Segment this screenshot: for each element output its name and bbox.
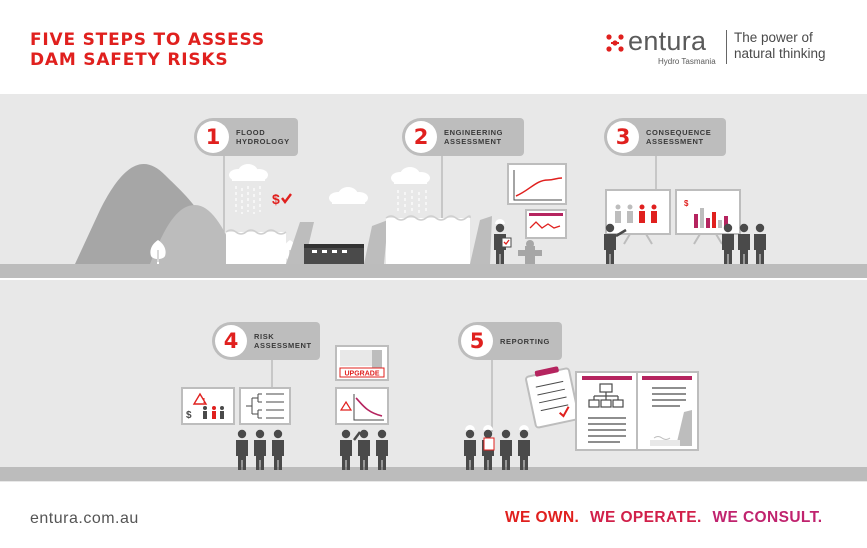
dollar-icon: $: [684, 199, 689, 208]
team-icon: [340, 429, 388, 470]
band-divider: [0, 278, 867, 280]
upper-ground: [0, 264, 867, 278]
risk-curve-board: [335, 387, 389, 425]
step-number: 2: [405, 121, 437, 153]
lower-ground: [0, 467, 867, 481]
reviewer-icon: [464, 425, 530, 470]
clipboard-icon: [483, 437, 495, 451]
logo-divider: [726, 30, 727, 64]
valve-icon: [518, 240, 542, 264]
step-label: ENGINEERING ASSESSMENT: [444, 128, 504, 146]
slogan-consult: WE CONSULT.: [712, 509, 823, 526]
damage-bars: [694, 208, 728, 228]
lower-band: [0, 280, 867, 482]
warning-mark: !: [203, 398, 205, 405]
warning-icon: [339, 400, 353, 411]
people-small-icon: [203, 406, 224, 419]
reservoir-scene: [385, 150, 567, 264]
step-label: RISK ASSESSMENT: [254, 332, 312, 350]
step-label: REPORTING: [500, 337, 550, 346]
mountains: [75, 164, 298, 264]
check-icon: [281, 193, 292, 204]
title-line-1: FIVE STEPS TO ASSESS: [30, 30, 265, 50]
team-icon: [236, 429, 284, 470]
entura-mark-icon: [606, 34, 624, 52]
step-number: 3: [607, 121, 639, 153]
checklist-icon: [525, 366, 580, 429]
flowchart-icon: [588, 383, 624, 408]
brand-subtitle: Hydro Tasmania: [658, 57, 716, 66]
spillway: [304, 220, 388, 264]
upgrade-label: UPGRADE: [344, 371, 379, 378]
step-number: 1: [197, 121, 229, 153]
tagline: The power of natural thinking: [734, 30, 826, 62]
step-number: 5: [461, 325, 493, 357]
step-label: CONSEQUENCE ASSESSMENT: [646, 128, 712, 146]
cloud-icon: [391, 167, 430, 184]
mountain-small: [150, 205, 240, 264]
step-3-badge: 3 CONSEQUENCE ASSESSMENT: [604, 118, 726, 156]
tagline-line-2: natural thinking: [734, 46, 826, 61]
cloud-icon: [329, 187, 368, 204]
step-1-badge: 1 FLOOD HYDROLOGY: [194, 118, 298, 156]
audience-icon: [722, 223, 766, 264]
dollar-icon: $: [272, 191, 280, 207]
warning-icon: [192, 392, 208, 405]
slogan: WE OWN. WE OPERATE. WE CONSULT.: [505, 509, 829, 527]
step-4-badge: 4 RISK ASSESSMENT: [212, 322, 320, 360]
stress-chart: [507, 163, 567, 205]
step-number: 4: [215, 325, 247, 357]
rain-icon: [397, 190, 427, 214]
title-line-2: DAM SAFETY RISKS: [30, 50, 229, 70]
tagline-line-1: The power of: [734, 30, 813, 45]
step-5-badge: 5 REPORTING: [458, 322, 562, 360]
reporting-scene: [464, 360, 699, 470]
consequence-scene: $: [604, 150, 766, 264]
population-icon: [615, 204, 657, 223]
rain-icon: [235, 186, 261, 214]
step-2-badge: 2 ENGINEERING ASSESSMENT: [402, 118, 524, 156]
cloud-icon: [229, 164, 268, 181]
slogan-operate: WE OPERATE.: [589, 509, 702, 526]
dollar-icon: $: [186, 410, 192, 421]
flood-scene: $: [223, 150, 368, 264]
risk-scene: ! $ UPGRADE: [181, 345, 389, 470]
risk-board: [181, 387, 235, 425]
website-url: entura.com.au: [30, 510, 139, 527]
event-tree-icon: [246, 393, 262, 419]
page-title: FIVE STEPS TO ASSESS DAM SAFETY RISKS: [30, 30, 265, 70]
brand-name: entura: [628, 26, 707, 56]
report-book-icon: [575, 371, 699, 451]
step-label: FLOOD HYDROLOGY: [236, 128, 290, 146]
entura-logo: entura Hydro Tasmania The power of natur…: [604, 26, 844, 68]
slogan-own: WE OWN.: [505, 509, 580, 526]
